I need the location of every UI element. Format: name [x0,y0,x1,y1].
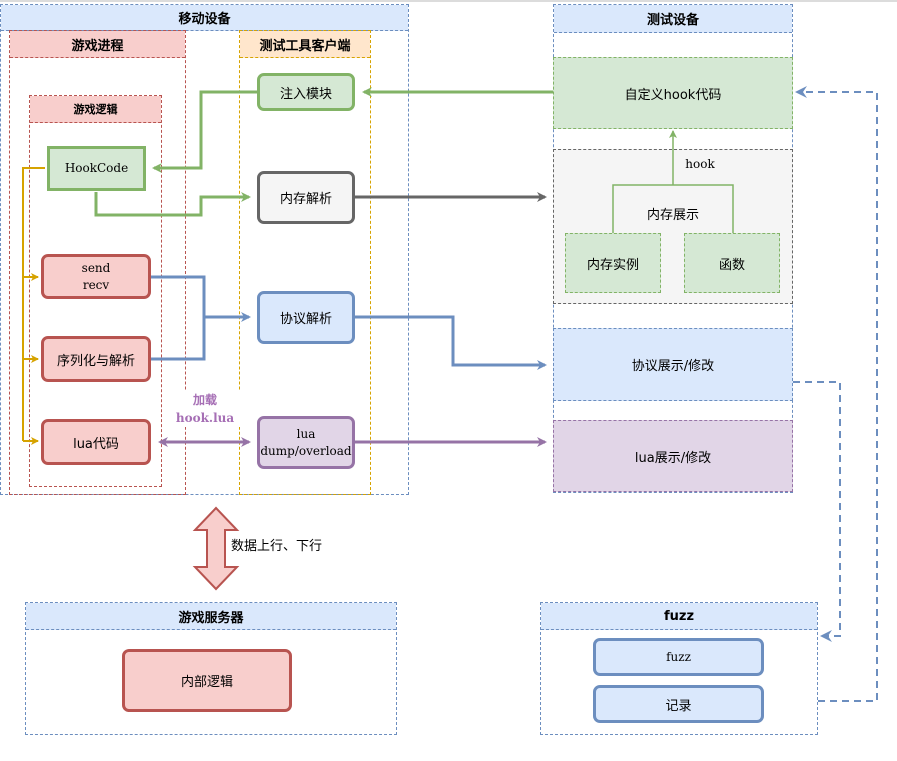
lua-display-label: lua展示/修改 [634,450,712,466]
game-process-title: 游戏进程 [10,31,185,58]
memory-instance-block[interactable]: 内存实例 [565,233,661,293]
load-hook-lua-label: 加载 hook.lua [170,391,240,427]
function-block[interactable]: 函数 [684,233,780,293]
lua-display-block[interactable]: lua展示/修改 [553,420,793,492]
custom-hook-code-label: 自定义hook代码 [624,87,722,103]
memory-parse-label: 内存解析 [279,192,332,207]
game-process-lane: 游戏进程 [9,30,186,495]
recv-label: recv [82,277,110,292]
lua-dump-line2: dump/overload [260,443,352,458]
inject-module-node[interactable]: 注入模块 [257,73,355,111]
edge-protocol-display-to-fuzz [793,381,841,642]
function-label: 函数 [718,257,745,273]
internal-logic-label: 内部逻辑 [180,675,233,690]
lua-code-node[interactable]: lua代码 [41,419,151,465]
protocol-display-label: 协议展示/修改 [631,359,715,374]
lua-dump-line1: lua [296,426,316,441]
game-logic-title: 游戏逻辑 [30,96,161,123]
data-flow-label: 数据上行、下行 [231,539,323,554]
load-label-line2: hook.lua [175,411,235,425]
fuzz-container: fuzz [540,602,818,735]
memory-parse-node[interactable]: 内存解析 [257,171,355,224]
test-client-lane: 测试工具客户端 [239,30,371,495]
fuzz-node-label: fuzz [666,649,691,664]
mobile-device-title: 移动设备 [1,5,408,31]
load-label-line1: 加载 [192,393,217,407]
record-node-label: 记录 [665,698,692,714]
mobile-device-container: 移动设备 [0,4,409,495]
hookcode-node[interactable]: HookCode [47,146,146,191]
serialize-node[interactable]: 序列化与解析 [41,336,151,382]
custom-hook-code-block[interactable]: 自定义hook代码 [553,57,793,129]
lua-code-label: lua代码 [73,436,119,452]
memory-instance-label: 内存实例 [586,257,639,273]
fuzz-title: fuzz [541,603,817,630]
fuzz-node[interactable]: fuzz [593,638,764,676]
protocol-parse-node[interactable]: 协议解析 [257,291,355,344]
lua-dump-node[interactable]: lua dump/overload [257,416,355,469]
test-device-title: 测试设备 [554,5,792,33]
send-label: send [81,260,111,275]
hookcode-label: HookCode [64,161,129,175]
protocol-display-block[interactable]: 协议展示/修改 [553,328,793,401]
inject-module-label: 注入模块 [279,86,332,102]
test-client-title: 测试工具客户端 [240,31,370,58]
top-border [0,0,897,2]
record-node[interactable]: 记录 [593,685,764,723]
hook-edge-label: hook [685,156,715,171]
game-server-container: 游戏服务器 [25,602,397,735]
game-server-title: 游戏服务器 [26,603,396,630]
serialize-label: 序列化与解析 [56,353,135,369]
internal-logic-node[interactable]: 内部逻辑 [122,649,292,712]
send-recv-node[interactable]: send recv [41,254,151,299]
memory-display-title: 内存展示 [646,207,699,223]
protocol-parse-label: 协议解析 [279,312,332,327]
